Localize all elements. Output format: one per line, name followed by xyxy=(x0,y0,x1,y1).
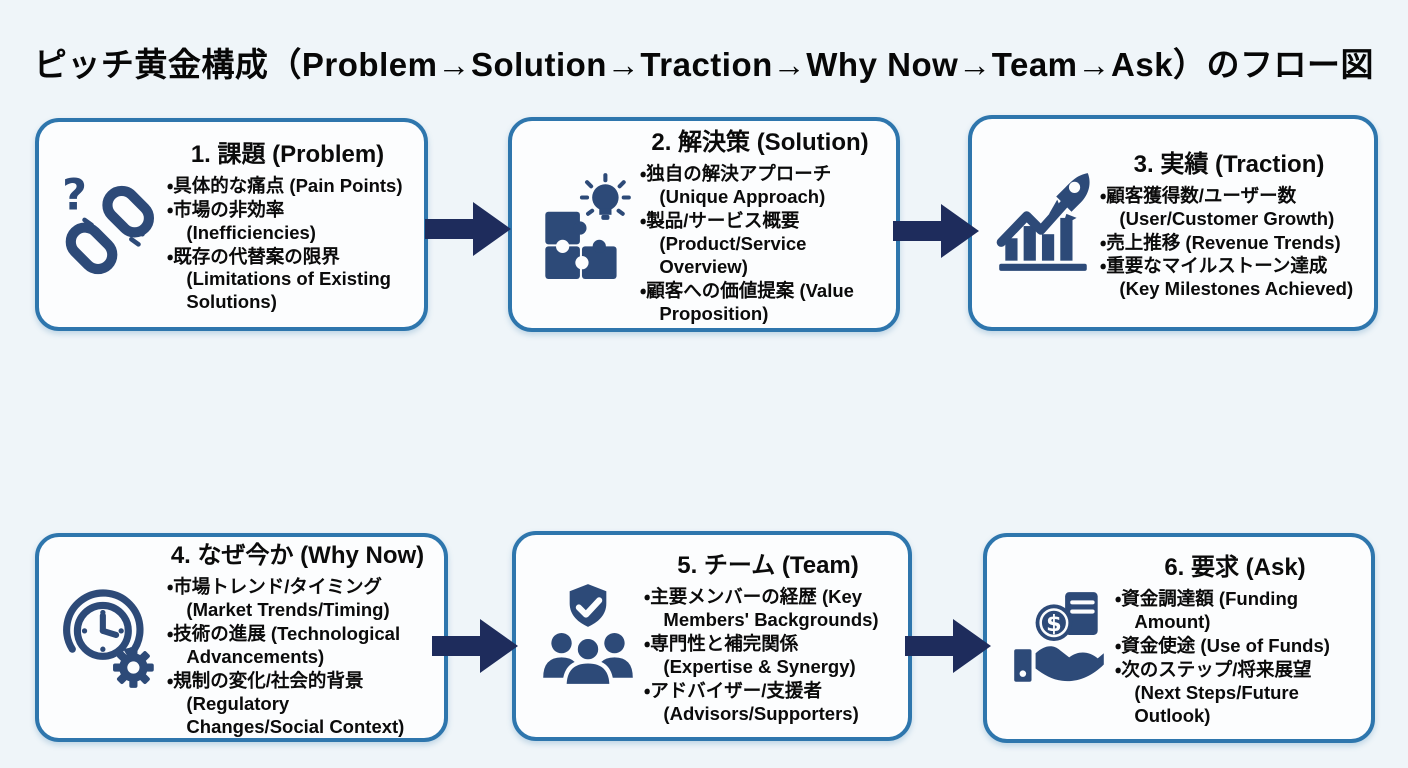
bullet: 顧客獲得数/ユーザー数 (User/Customer Growth) xyxy=(1100,185,1358,231)
card-team-heading: 5. チーム (Team) xyxy=(677,552,859,580)
clock-gear-icon xyxy=(55,582,167,694)
card-traction-heading: 3. 実績 (Traction) xyxy=(1133,150,1325,178)
bullet: 顧客への価値提案 (Value Proposition) xyxy=(640,280,880,326)
hand-coin-icon: $ xyxy=(1003,582,1115,694)
bullet: 専門性と補完関係 (Expertise & Synergy) xyxy=(644,633,892,679)
card-team-content: 5. チーム (Team) 主要メンバーの経歴 (Key Members' Ba… xyxy=(644,545,896,727)
flow-arrow-icon xyxy=(425,200,513,258)
broken-chain-question-icon: ? xyxy=(55,169,167,281)
bullet: アドバイザー/支援者 (Advisors/Supporters) xyxy=(644,680,892,726)
card-solution-bullets: 独自の解決アプローチ (Unique Approach) 製品/サービス概要 (… xyxy=(640,163,880,326)
card-ask-bullets: 資金調達額 (Funding Amount) 資金使途 (Use of Fund… xyxy=(1115,588,1355,728)
bullet: 次のステップ/将来展望 (Next Steps/Future Outlook) xyxy=(1115,659,1355,728)
card-traction-bullets: 顧客獲得数/ユーザー数 (User/Customer Growth) 売上推移 … xyxy=(1100,185,1358,302)
bullet: 資金調達額 (Funding Amount) xyxy=(1115,588,1355,634)
bullet: 独自の解決アプローチ (Unique Approach) xyxy=(640,163,880,209)
card-whynow-heading: 4. なぜ今か (Why Now) xyxy=(170,542,425,570)
card-solution-heading: 2. 解決策 (Solution) xyxy=(651,129,869,157)
card-traction-content: 3. 実績 (Traction) 顧客獲得数/ユーザー数 (User/Custo… xyxy=(1100,144,1362,303)
bullet: 市場の非効率 (Inefficiencies) xyxy=(167,199,408,245)
page-title: ピッチ黄金構成（Problem→Solution→Traction→Why No… xyxy=(33,46,1375,84)
bullet: 具体的な痛点 (Pain Points) xyxy=(167,175,408,198)
bullet: 規制の変化/社会的背景 (Regulatory Changes/Social C… xyxy=(167,670,428,739)
card-traction: 3. 実績 (Traction) 顧客獲得数/ユーザー数 (User/Custo… xyxy=(968,115,1378,331)
puzzle-lightbulb-icon xyxy=(528,169,640,281)
growth-chart-rocket-icon xyxy=(988,167,1100,279)
card-team-bullets: 主要メンバーの経歴 (Key Members' Backgrounds) 専門性… xyxy=(644,586,892,726)
bullet: 主要メンバーの経歴 (Key Members' Backgrounds) xyxy=(644,586,892,632)
svg-text:$: $ xyxy=(1046,611,1062,637)
card-solution-content: 2. 解決策 (Solution) 独自の解決アプローチ (Unique App… xyxy=(640,122,884,327)
card-problem-bullets: 具体的な痛点 (Pain Points) 市場の非効率 (Inefficienc… xyxy=(167,175,408,315)
flow-arrow-icon xyxy=(893,202,981,260)
card-ask: $ 6. 要求 (Ask) 資金調達額 (Funding Amount) 資金使… xyxy=(983,533,1375,743)
card-problem-heading: 1. 課題 (Problem) xyxy=(190,140,385,168)
bullet: 製品/サービス概要 (Product/Service Overview) xyxy=(640,210,880,279)
bullet: 重要なマイルストーン達成 (Key Milestones Achieved) xyxy=(1100,255,1358,301)
bullet: 技術の進展 (Technological Advancements) xyxy=(167,623,428,669)
team-shield-icon xyxy=(532,580,644,692)
card-problem: ? 1. 課題 (Problem) 具体的な痛点 (Pain Points) 市… xyxy=(35,118,428,331)
bullet: 資金使途 (Use of Funds) xyxy=(1115,635,1355,658)
card-team: 5. チーム (Team) 主要メンバーの経歴 (Key Members' Ba… xyxy=(512,531,912,741)
card-whynow-content: 4. なぜ今か (Why Now) 市場トレンド/タイミング (Market T… xyxy=(167,535,432,740)
flow-arrow-icon xyxy=(905,617,993,675)
bullet: 既存の代替案の限界 (Limitations of Existing Solut… xyxy=(167,246,408,315)
card-whynow: 4. なぜ今か (Why Now) 市場トレンド/タイミング (Market T… xyxy=(35,533,448,742)
card-ask-heading: 6. 要求 (Ask) xyxy=(1164,554,1306,582)
svg-text:?: ? xyxy=(62,170,87,220)
card-ask-content: 6. 要求 (Ask) 資金調達額 (Funding Amount) 資金使途 … xyxy=(1115,547,1359,729)
bullet: 売上推移 (Revenue Trends) xyxy=(1100,232,1358,255)
card-solution: 2. 解決策 (Solution) 独自の解決アプローチ (Unique App… xyxy=(508,117,900,332)
flow-arrow-icon xyxy=(432,617,520,675)
card-whynow-bullets: 市場トレンド/タイミング (Market Trends/Timing) 技術の進… xyxy=(167,576,428,739)
bullet: 市場トレンド/タイミング (Market Trends/Timing) xyxy=(167,576,428,622)
card-problem-content: 1. 課題 (Problem) 具体的な痛点 (Pain Points) 市場の… xyxy=(167,134,412,316)
